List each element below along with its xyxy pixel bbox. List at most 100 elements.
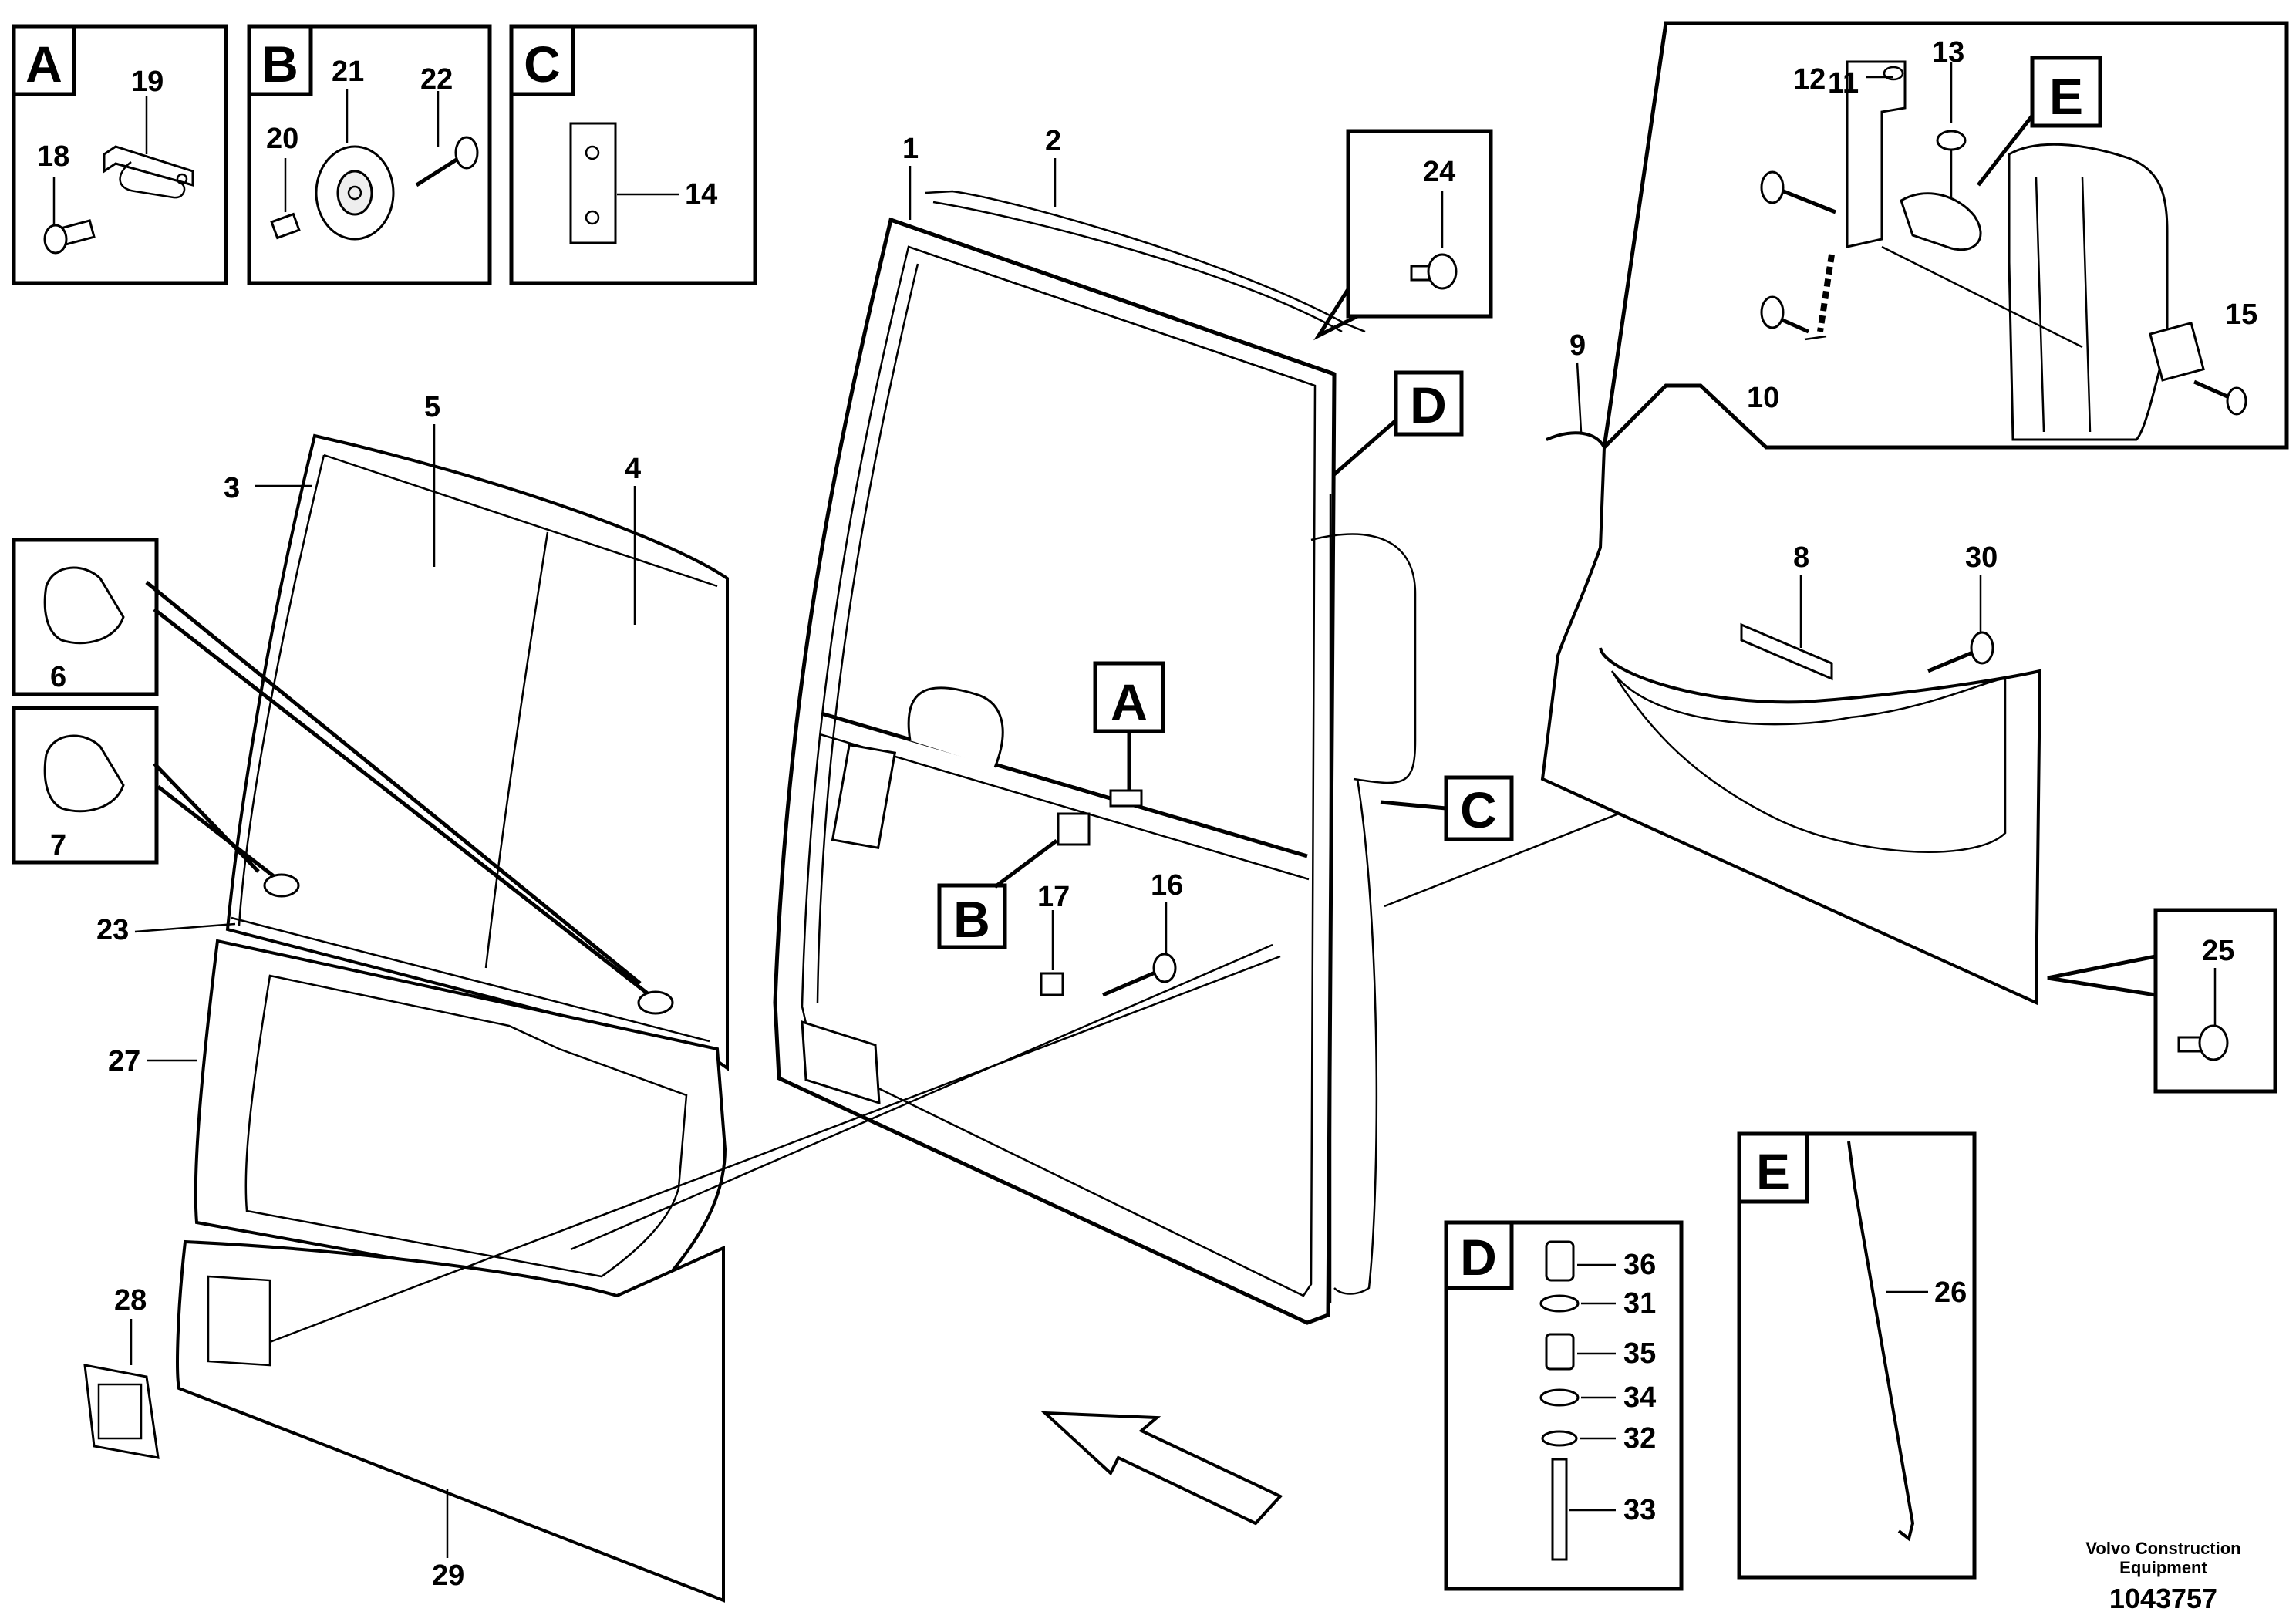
direction-arrow xyxy=(1040,1411,1283,1526)
part-strip-8 xyxy=(1740,622,1833,681)
label-6: 6 xyxy=(50,661,66,693)
label-35: 35 xyxy=(1623,1337,1656,1370)
detail-box-7: 7 xyxy=(12,706,159,865)
label-32: 32 xyxy=(1623,1422,1656,1455)
label-26: 26 xyxy=(1934,1276,1967,1309)
label-29: 29 xyxy=(432,1560,464,1592)
label-33: 33 xyxy=(1623,1494,1656,1526)
part-cap-36 xyxy=(1545,1240,1575,1282)
part-door-stop-21 xyxy=(315,145,395,241)
label-10: 10 xyxy=(1747,382,1779,414)
label-9: 9 xyxy=(1569,329,1586,362)
label-18: 18 xyxy=(37,140,69,173)
callout-b-letter: B xyxy=(953,891,990,948)
label-3: 3 xyxy=(224,472,240,504)
part-bushing-35 xyxy=(1545,1333,1575,1371)
part-washer-32 xyxy=(1541,1430,1578,1447)
label-2: 2 xyxy=(1045,125,1061,157)
label-7: 7 xyxy=(50,829,66,862)
part-washer-31 xyxy=(1539,1294,1580,1313)
label-34: 34 xyxy=(1623,1381,1656,1414)
detail-box-e-top: E 11 12 13 xyxy=(1601,21,2289,454)
detail-b-letter: B xyxy=(261,35,298,93)
detail-box-e-bottom: E 26 xyxy=(1737,1131,1977,1580)
part-window-frame-3 xyxy=(225,433,729,1071)
label-23: 23 xyxy=(96,914,129,946)
part-washer-34 xyxy=(1539,1388,1580,1407)
part-screw-10 xyxy=(1760,295,1810,334)
part-bolt-25 xyxy=(2177,968,2229,1061)
label-14: 14 xyxy=(685,178,717,211)
label-28: 28 xyxy=(114,1284,147,1317)
part-screw-15 xyxy=(2193,379,2247,416)
part-pin-33 xyxy=(1551,1458,1568,1561)
label-5: 5 xyxy=(424,391,440,423)
callout-a: A xyxy=(1093,661,1165,808)
footer-drawing-number: 1043757 xyxy=(2109,1583,2217,1614)
part-rod-26 xyxy=(1847,1141,1915,1542)
detail-box-25: 25 xyxy=(2047,908,2277,1094)
part-lock-12 xyxy=(1846,60,1982,251)
detail-box-d-bottom: D 36 31 35 34 32 33 xyxy=(1444,1220,1684,1591)
part-side-panel xyxy=(1540,431,2042,1006)
label-13: 13 xyxy=(1932,36,1964,69)
callout-a-letter: A xyxy=(1111,673,1148,730)
label-8: 8 xyxy=(1793,541,1809,574)
part-plate-14 xyxy=(569,122,617,244)
footer-company-line1: Volvo Construction xyxy=(2085,1539,2240,1558)
label-21: 21 xyxy=(332,56,364,88)
detail-box-24: 24 xyxy=(1313,129,1493,341)
detail-e-letter-bottom: E xyxy=(1756,1143,1790,1200)
label-15: 15 xyxy=(2225,298,2257,331)
part-screw-18 xyxy=(43,219,96,255)
part-screw-30 xyxy=(1927,631,1994,673)
part-screw-22 xyxy=(415,136,479,187)
callout-b: B xyxy=(937,812,1091,949)
callout-c-letter: C xyxy=(1460,781,1497,838)
part-door-frame-1 xyxy=(773,217,1417,1325)
label-31: 31 xyxy=(1623,1287,1656,1320)
part-panel-27 xyxy=(194,939,727,1306)
part-clip-7-on-window xyxy=(263,873,300,898)
part-seal-2 xyxy=(925,190,1366,333)
detail-e-letter-top: E xyxy=(2049,68,2083,125)
part-hinge-bracket xyxy=(103,145,194,199)
detail-box-b: B 20 21 22 xyxy=(247,24,492,285)
label-4: 4 xyxy=(625,453,641,485)
detail-a-letter: A xyxy=(25,35,62,93)
part-door-pillar xyxy=(2008,143,2169,441)
detail-box-a: A 18 19 xyxy=(12,24,228,285)
part-pin-20 xyxy=(270,212,301,240)
footer-company-line2: Equipment xyxy=(2119,1558,2207,1577)
label-22: 22 xyxy=(420,63,453,96)
label-24: 24 xyxy=(1423,156,1455,188)
label-19: 19 xyxy=(131,66,164,98)
part-screw-11 xyxy=(1760,170,1836,214)
part-panel-29 xyxy=(176,1239,725,1603)
callout-d: D xyxy=(1333,370,1464,476)
label-27: 27 xyxy=(108,1045,140,1077)
part-screw-16 xyxy=(1102,902,1177,997)
label-12: 12 xyxy=(1793,63,1826,96)
detail-c-letter: C xyxy=(524,35,561,93)
detail-d-letter-bottom: D xyxy=(1460,1229,1497,1286)
callout-d-letter: D xyxy=(1410,376,1447,433)
part-clip-6-on-window xyxy=(637,990,674,1015)
label-25: 25 xyxy=(2202,935,2234,967)
detail-box-6: 6 xyxy=(12,538,159,696)
label-20: 20 xyxy=(266,123,298,155)
label-36: 36 xyxy=(1623,1249,1656,1281)
detail-box-c: C 14 xyxy=(509,24,757,285)
part-bushing-13 xyxy=(1936,130,1967,197)
label-11: 11 xyxy=(1828,67,1859,99)
label-1: 1 xyxy=(902,133,919,165)
part-clip-17 xyxy=(1040,910,1064,996)
label-30: 30 xyxy=(1965,541,1998,574)
part-handle-28 xyxy=(83,1364,160,1459)
callout-c: C xyxy=(1380,775,1514,841)
label-16: 16 xyxy=(1151,869,1183,902)
footer-block: Volvo Construction Equipment 1043757 xyxy=(2085,1539,2240,1614)
part-bolt-24 xyxy=(1410,191,1458,290)
label-17: 17 xyxy=(1037,881,1070,913)
